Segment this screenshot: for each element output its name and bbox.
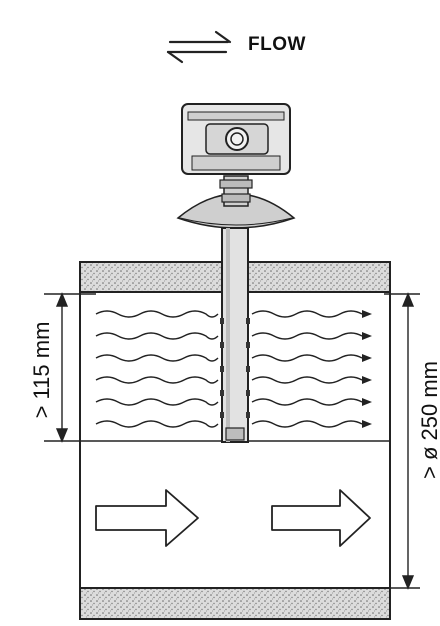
cable-entry-icon xyxy=(225,127,249,151)
wavy-flow-line-icon xyxy=(251,398,363,406)
wavy-flow-line-icon xyxy=(251,354,363,362)
pipe-diameter-label: > ø 250 mm xyxy=(417,361,440,479)
mounting-flange xyxy=(176,193,296,229)
wavy-flow-line-icon xyxy=(251,376,363,384)
wavy-flow-line-icon xyxy=(251,310,363,318)
bidirectional-arrows-icon xyxy=(166,30,232,64)
flow-arrowhead-icon xyxy=(362,310,372,318)
wavy-flow-line-icon xyxy=(95,398,219,406)
flow-arrowhead-icon xyxy=(362,376,372,384)
dimension-pipe-diameter xyxy=(384,292,420,590)
flow-arrowhead-icon xyxy=(362,332,372,340)
immersion-depth-label: > 115 mm xyxy=(29,321,54,419)
flow-label: FLOW xyxy=(248,34,306,55)
flow-arrowhead-icon xyxy=(362,398,372,406)
wavy-flow-line-icon xyxy=(251,332,363,340)
wavy-flow-line-icon xyxy=(251,420,363,428)
dimension-immersion xyxy=(44,292,96,443)
probe-holes xyxy=(220,318,250,418)
wavy-flow-line-icon xyxy=(95,332,219,340)
sensor-probe xyxy=(221,227,249,443)
right-arrow-icon xyxy=(95,489,199,547)
wavy-flow-line-icon xyxy=(95,310,219,318)
pipe-wall-bottom xyxy=(79,587,391,620)
wavy-flow-lines-left xyxy=(95,310,219,428)
right-arrow-icon xyxy=(271,489,371,547)
flow-arrowhead-icon xyxy=(362,354,372,362)
wavy-flow-lines-right xyxy=(251,310,372,428)
probe-tip xyxy=(225,427,245,441)
wavy-flow-line-icon xyxy=(95,354,219,362)
wavy-flow-line-icon xyxy=(95,376,219,384)
flow-arrowhead-icon xyxy=(362,420,372,428)
wavy-flow-line-icon xyxy=(95,420,219,428)
